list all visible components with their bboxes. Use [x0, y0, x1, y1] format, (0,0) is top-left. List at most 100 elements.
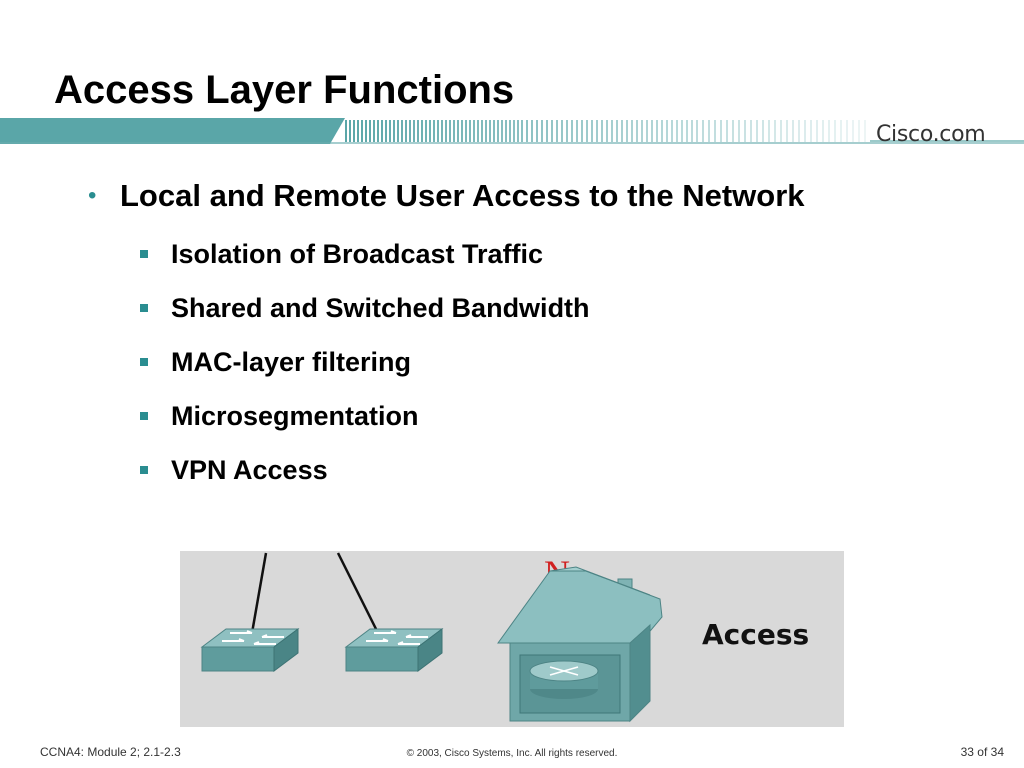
sub-bullet-text: Microsegmentation — [171, 401, 419, 431]
banner-stripe — [786, 120, 788, 142]
banner-underline — [870, 140, 1024, 142]
banner-stripe — [465, 120, 467, 142]
banner-stripe — [591, 120, 593, 142]
banner-stripe — [834, 120, 836, 142]
banner-stripe — [774, 120, 776, 142]
banner-stripe — [513, 120, 515, 142]
banner-stripe — [357, 120, 359, 142]
footer-copyright: © 2003, Cisco Systems, Inc. All rights r… — [406, 748, 618, 759]
banner-stripe — [445, 120, 447, 142]
banner-stripe — [501, 120, 503, 142]
banner-stripe — [756, 120, 758, 142]
banner-stripe — [750, 120, 752, 142]
banner-stripe — [768, 120, 770, 142]
sub-bullet-text: Shared and Switched Bandwidth — [171, 293, 590, 323]
banner-stripe — [636, 120, 638, 142]
banner-stripe — [373, 120, 375, 142]
banner-stripe — [702, 120, 704, 142]
banner-stripe — [744, 120, 746, 142]
banner-stripe — [531, 120, 533, 142]
footer-page-number: 33 of 34 — [960, 745, 1004, 759]
banner-stripe — [526, 120, 528, 142]
banner-stripe — [611, 120, 613, 142]
banner-stripe — [586, 120, 588, 142]
banner-stripe — [681, 120, 683, 142]
banner-stripe — [566, 120, 568, 142]
banner-stripe — [651, 120, 653, 142]
banner-stripe — [846, 120, 848, 142]
banner-stripe — [691, 120, 693, 142]
banner-stripe — [401, 120, 403, 142]
banner-stripe — [365, 120, 367, 142]
header-banner — [0, 118, 1024, 144]
banner-stripe — [441, 120, 443, 142]
banner-stripe — [816, 120, 818, 142]
banner-stripe — [576, 120, 578, 142]
square-bullet-icon — [140, 358, 148, 366]
banner-stripe — [581, 120, 583, 142]
banner-stripe — [413, 120, 415, 142]
sub-bullet-text: VPN Access — [171, 455, 328, 485]
banner-stripe — [517, 120, 519, 142]
banner-stripe — [385, 120, 387, 142]
banner-stripe — [656, 120, 658, 142]
sub-bullet-text: Isolation of Broadcast Traffic — [171, 239, 544, 269]
cisco-logo: Cisco.com — [876, 122, 986, 147]
banner-stripe — [485, 120, 487, 142]
square-bullet-icon — [140, 412, 148, 420]
banner-stripe — [437, 120, 439, 142]
bullet-dot-icon: • — [88, 182, 97, 209]
banner-stripe — [429, 120, 431, 142]
router-icon — [529, 660, 599, 699]
banner-stripe — [489, 120, 491, 142]
banner-stripe — [828, 120, 830, 142]
banner-stripe — [493, 120, 495, 142]
banner-stripe — [345, 120, 347, 142]
banner-stripe — [810, 120, 812, 142]
figure-label: Access — [702, 618, 810, 651]
banner-stripe — [551, 120, 553, 142]
banner-stripe — [666, 120, 668, 142]
banner-stripe — [389, 120, 391, 142]
banner-stripe — [852, 120, 854, 142]
sub-bullet-text: MAC-layer filtering — [171, 347, 412, 377]
banner-stripe — [481, 120, 483, 142]
network-diagram: N — [200, 552, 663, 723]
banner-stripe — [381, 120, 383, 142]
switch-icon — [200, 628, 300, 672]
banner-stripe — [720, 120, 722, 142]
square-bullet-icon — [140, 250, 148, 258]
bullet-text: Local and Remote User Access to the Netw… — [120, 178, 805, 213]
banner-stripe — [780, 120, 782, 142]
banner-stripe — [509, 120, 511, 142]
banner-stripe — [505, 120, 507, 142]
banner-stripe — [646, 120, 648, 142]
banner-stripe — [369, 120, 371, 142]
banner-stripe — [556, 120, 558, 142]
banner-stripe — [804, 120, 806, 142]
banner-stripe — [626, 120, 628, 142]
banner-stripe — [822, 120, 824, 142]
banner-stripe — [477, 120, 479, 142]
switch-icon — [344, 628, 444, 672]
banner-stripe — [840, 120, 842, 142]
banner-stripe — [421, 120, 423, 142]
banner-stripe — [596, 120, 598, 142]
banner-stripe — [457, 120, 459, 142]
banner-stripe — [449, 120, 451, 142]
banner-stripe — [473, 120, 475, 142]
banner-stripe — [696, 120, 698, 142]
banner-stripe — [732, 120, 734, 142]
banner-stripe — [461, 120, 463, 142]
banner-stripe — [762, 120, 764, 142]
banner-stripe — [571, 120, 573, 142]
banner-stripe — [409, 120, 411, 142]
banner-stripe — [536, 120, 538, 142]
banner-stripe — [641, 120, 643, 142]
banner-stripe — [661, 120, 663, 142]
banner-stripe — [397, 120, 399, 142]
banner-stripe — [469, 120, 471, 142]
square-bullet-icon — [140, 304, 148, 312]
cable-line — [250, 552, 268, 634]
